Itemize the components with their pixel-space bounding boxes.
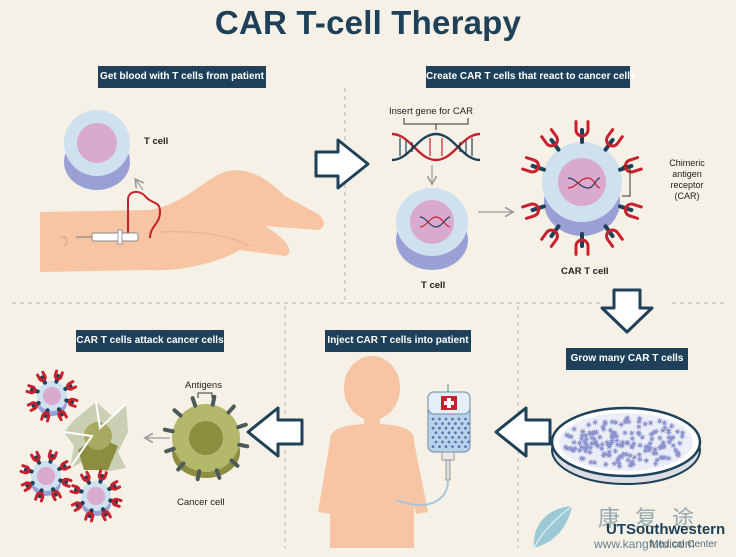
watermark-url: www.kangfutu.com <box>594 537 695 551</box>
t-cell-top <box>64 110 130 190</box>
page-title: CAR T-cell Therapy <box>214 4 522 41</box>
arm-illustration <box>40 170 324 272</box>
label-car-line4: (CAR) <box>674 191 700 201</box>
logo-medical-center: Medical Center <box>650 539 718 550</box>
gene-bracket <box>403 118 469 125</box>
label-t-cell-mid: T cell <box>421 280 446 291</box>
label-cancer-cell: Cancer cell <box>177 497 225 508</box>
step-grow: Grow many CAR T cells <box>566 348 688 370</box>
label-car-definition: Chimeric antigen receptor (CAR) <box>664 158 710 202</box>
watermark-leaf-icon <box>533 505 573 549</box>
step-attack: CAR T cells attack cancer cells <box>76 330 224 352</box>
attacked-cancer-cell <box>63 401 128 472</box>
petri-dish <box>550 406 702 485</box>
label-t-cell-top: T cell <box>144 136 169 147</box>
watermark-chinese: 康 复 途 <box>598 507 698 532</box>
antigen-bracket <box>197 392 213 398</box>
step-inject: Inject CAR T cells into patient <box>325 330 471 352</box>
car-t-cell <box>521 120 643 256</box>
label-car-t-cell: CAR T cell <box>561 266 609 277</box>
step-get-blood: Get blood with T cells from patient <box>98 66 266 88</box>
big-arrow-left-1 <box>494 406 552 458</box>
label-car-line1: Chimeric <box>669 158 705 168</box>
car-bracket <box>622 165 631 197</box>
big-arrow-down <box>600 288 654 334</box>
iv-bag <box>395 384 471 506</box>
blood-draw-needle <box>76 190 162 245</box>
child-figure <box>318 356 428 548</box>
label-car-line3: receptor <box>670 180 704 190</box>
attacking-car-t-cell-2 <box>19 449 73 503</box>
dna-strand <box>391 132 481 162</box>
t-cell-mid <box>396 188 468 270</box>
label-insert-gene: Insert gene for CAR <box>389 106 473 117</box>
attacking-car-t-cell-3 <box>69 469 123 523</box>
attacking-car-t-cell-1 <box>25 369 79 423</box>
big-arrow-left-2 <box>246 406 304 458</box>
label-antigens: Antigens <box>185 380 222 391</box>
big-arrow-right <box>314 138 370 190</box>
step-create-car-t: Create CAR T cells that react to cancer … <box>426 66 636 88</box>
logo-ut-southwestern: UTSouthwestern <box>606 521 726 538</box>
label-car-line2: antigen <box>672 169 702 179</box>
cancer-cell <box>162 394 250 482</box>
arrow-up-to-cell <box>136 180 143 191</box>
